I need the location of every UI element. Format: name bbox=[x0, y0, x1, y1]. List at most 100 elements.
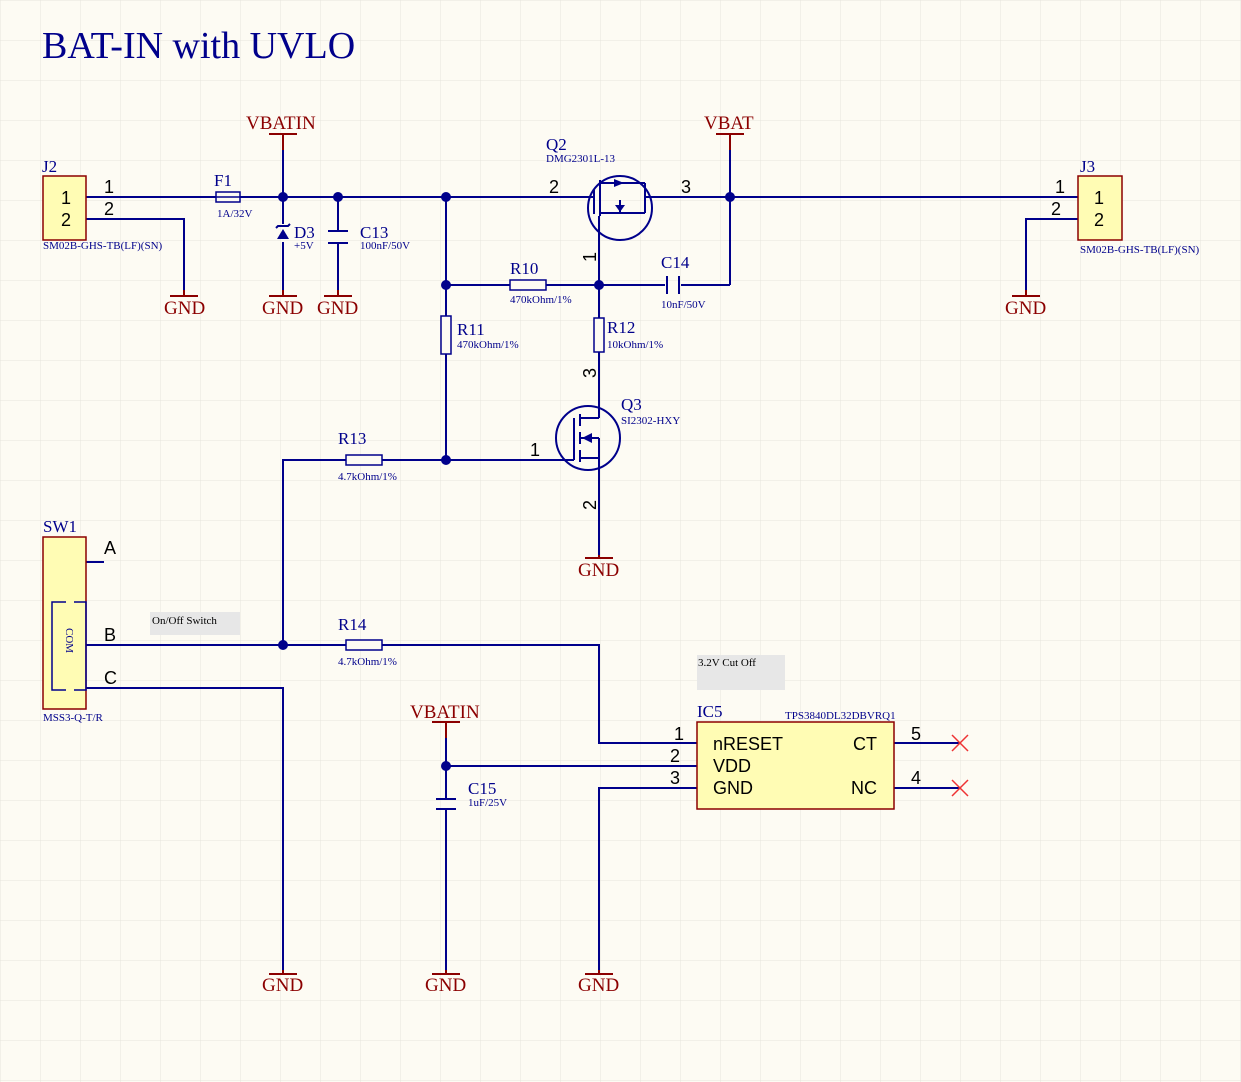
no-connect-ct bbox=[951, 734, 969, 752]
gnd-symbol-c13: GND bbox=[317, 290, 358, 319]
svg-text:3: 3 bbox=[670, 768, 680, 788]
svg-text:GND: GND bbox=[317, 298, 358, 319]
connector-j2[interactable]: J2 1 2 1 2 SM02B-GHS-TB(LF)(SN) bbox=[42, 157, 163, 252]
svg-text:IC5: IC5 bbox=[697, 702, 723, 721]
svg-text:A: A bbox=[104, 538, 116, 558]
svg-text:GND: GND bbox=[164, 298, 205, 319]
svg-text:1: 1 bbox=[1055, 177, 1065, 197]
svg-text:3: 3 bbox=[681, 177, 691, 197]
svg-text:1uF/25V: 1uF/25V bbox=[468, 797, 507, 809]
svg-text:VBATIN: VBATIN bbox=[410, 702, 480, 723]
svg-text:2: 2 bbox=[549, 177, 559, 197]
svg-text:2: 2 bbox=[1051, 199, 1061, 219]
svg-text:D3: D3 bbox=[294, 223, 315, 242]
junction-dots bbox=[278, 192, 735, 771]
svg-text:2: 2 bbox=[670, 746, 680, 766]
svg-text:F1: F1 bbox=[214, 171, 232, 190]
svg-text:GND: GND bbox=[578, 975, 619, 996]
svg-text:nRESET: nRESET bbox=[713, 734, 783, 754]
svg-text:C14: C14 bbox=[661, 253, 690, 272]
svg-text:1: 1 bbox=[1094, 188, 1104, 208]
resistor-r12[interactable]: R12 10kOhm/1% bbox=[593, 317, 663, 353]
svg-text:2: 2 bbox=[104, 199, 114, 219]
svg-text:1: 1 bbox=[530, 440, 540, 460]
svg-text:B: B bbox=[104, 625, 116, 645]
svg-text:J2: J2 bbox=[42, 157, 57, 176]
svg-text:Q3: Q3 bbox=[621, 395, 642, 414]
svg-text:1: 1 bbox=[580, 252, 600, 262]
svg-text:4: 4 bbox=[911, 768, 921, 788]
power-port-vbat: VBAT bbox=[704, 113, 754, 150]
resistor-r11[interactable]: R11 470kOhm/1% bbox=[440, 315, 519, 355]
svg-text:GND: GND bbox=[713, 778, 753, 798]
svg-text:3: 3 bbox=[580, 368, 600, 378]
diode-d3[interactable]: D3 +5V bbox=[275, 223, 315, 252]
svg-text:10nF/50V: 10nF/50V bbox=[661, 299, 706, 311]
svg-text:1: 1 bbox=[104, 177, 114, 197]
svg-text:1A/32V: 1A/32V bbox=[217, 208, 253, 220]
svg-text:470kOhm/1%: 470kOhm/1% bbox=[510, 294, 572, 306]
mosfet-q3[interactable]: Q3 SI2302-HXY 1 3 2 bbox=[530, 368, 680, 510]
svg-text:R10: R10 bbox=[510, 259, 538, 278]
power-port-vbatin-bottom: VBATIN bbox=[410, 702, 480, 738]
svg-text:GND: GND bbox=[1005, 298, 1046, 319]
svg-text:COM: COM bbox=[63, 628, 75, 653]
svg-text:CT: CT bbox=[853, 734, 877, 754]
svg-text:SM02B-GHS-TB(LF)(SN): SM02B-GHS-TB(LF)(SN) bbox=[1080, 244, 1200, 256]
svg-text:+5V: +5V bbox=[294, 240, 314, 252]
gnd-symbol-d3: GND bbox=[262, 290, 303, 319]
svg-text:NC: NC bbox=[851, 778, 877, 798]
svg-text:VDD: VDD bbox=[713, 756, 751, 776]
gnd-symbol-sw1: GND bbox=[262, 970, 303, 996]
gnd-symbol-q3: GND bbox=[578, 555, 619, 581]
svg-text:1: 1 bbox=[61, 188, 71, 208]
svg-text:SM02B-GHS-TB(LF)(SN): SM02B-GHS-TB(LF)(SN) bbox=[43, 240, 163, 252]
power-port-vbatin-top: VBATIN bbox=[246, 113, 316, 150]
svg-text:GND: GND bbox=[262, 298, 303, 319]
svg-text:Q2: Q2 bbox=[546, 135, 567, 154]
switch-sw1[interactable]: COM SW1 A B C MSS3-Q-T/R bbox=[42, 517, 117, 724]
resistor-r14[interactable]: R14 4.7kOhm/1% bbox=[338, 615, 397, 668]
svg-text:R12: R12 bbox=[607, 318, 635, 337]
capacitor-c15[interactable]: C15 1uF/25V bbox=[436, 779, 507, 810]
connector-j3[interactable]: J3 1 2 1 2 SM02B-GHS-TB(LF)(SN) bbox=[1051, 157, 1200, 256]
svg-text:R13: R13 bbox=[338, 429, 366, 448]
svg-text:R14: R14 bbox=[338, 615, 367, 634]
capacitor-c13[interactable]: C13 100nF/50V bbox=[328, 223, 410, 252]
svg-text:C15: C15 bbox=[468, 779, 496, 798]
ic-ic5[interactable]: IC5 TPS3840DL32DBVRQ1 nRESET VDD GND CT … bbox=[670, 702, 921, 810]
svg-text:MSS3-Q-T/R: MSS3-Q-T/R bbox=[43, 712, 104, 724]
resistor-r10[interactable]: R10 470kOhm/1% bbox=[509, 259, 572, 306]
svg-text:100nF/50V: 100nF/50V bbox=[360, 240, 410, 252]
svg-text:GND: GND bbox=[262, 975, 303, 996]
svg-text:4.7kOhm/1%: 4.7kOhm/1% bbox=[338, 656, 397, 668]
gnd-symbol-c15: GND bbox=[425, 970, 466, 996]
svg-text:1: 1 bbox=[674, 724, 684, 744]
svg-text:2: 2 bbox=[580, 500, 600, 510]
svg-text:DMG2301L-13: DMG2301L-13 bbox=[546, 153, 616, 165]
page-title: BAT-IN with UVLO bbox=[42, 25, 355, 67]
mosfet-q2[interactable]: Q2 DMG2301L-13 2 3 1 bbox=[546, 135, 691, 262]
svg-text:SW1: SW1 bbox=[43, 517, 77, 536]
svg-text:TPS3840DL32DBVRQ1: TPS3840DL32DBVRQ1 bbox=[785, 710, 896, 722]
note-cutoff: 3.2V Cut Off bbox=[697, 655, 785, 690]
fuse-f1[interactable]: F1 1A/32V bbox=[214, 171, 253, 220]
gnd-symbol-j3: GND bbox=[1005, 290, 1046, 319]
svg-text:R11: R11 bbox=[457, 320, 485, 339]
svg-text:GND: GND bbox=[425, 975, 466, 996]
gnd-symbol-j2: GND bbox=[164, 290, 205, 319]
svg-text:2: 2 bbox=[1094, 210, 1104, 230]
capacitor-c14[interactable]: C14 10nF/50V bbox=[661, 253, 706, 311]
resistor-r13[interactable]: R13 4.7kOhm/1% bbox=[338, 429, 397, 483]
svg-text:VBATIN: VBATIN bbox=[246, 113, 316, 134]
svg-text:On/Off Switch: On/Off Switch bbox=[152, 615, 217, 627]
svg-text:470kOhm/1%: 470kOhm/1% bbox=[457, 339, 519, 351]
svg-text:J3: J3 bbox=[1080, 157, 1095, 176]
svg-text:5: 5 bbox=[911, 724, 921, 744]
no-connect-nc bbox=[951, 779, 969, 797]
note-switch: On/Off Switch bbox=[150, 612, 240, 635]
svg-text:C13: C13 bbox=[360, 223, 388, 242]
gnd-symbol-ic5: GND bbox=[578, 970, 619, 996]
